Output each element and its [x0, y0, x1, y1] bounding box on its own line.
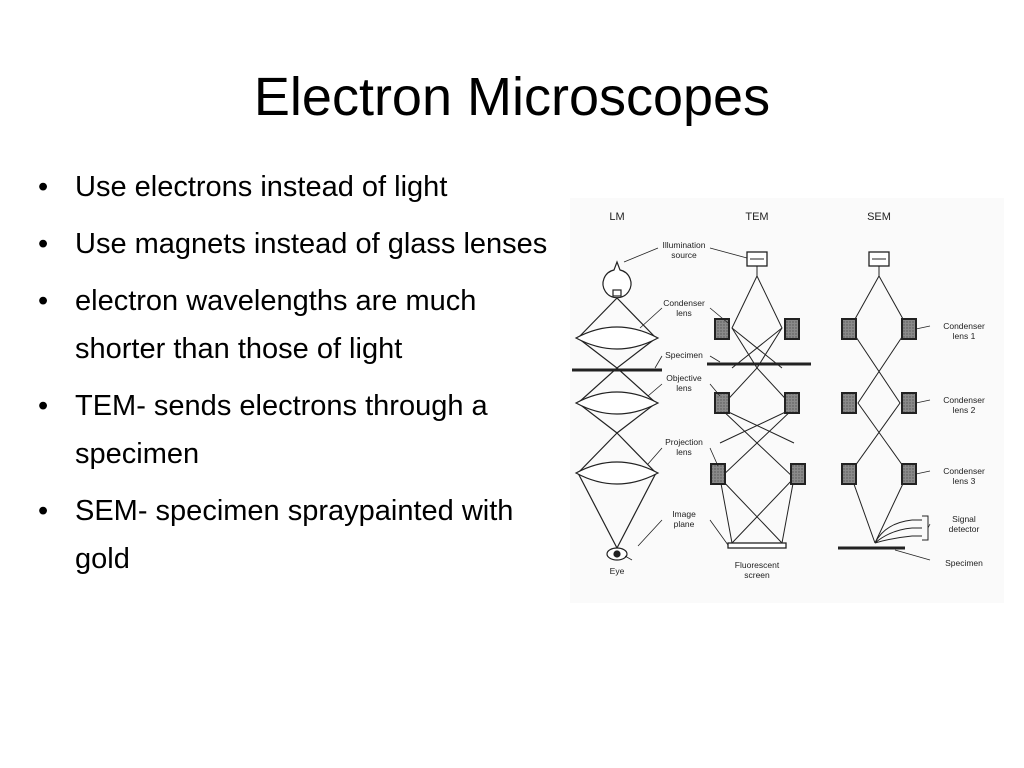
bullet-text: SEM- specimen spraypainted with gold [75, 495, 514, 575]
lm-projection-lens [574, 461, 660, 485]
bullet-dot: • [38, 171, 49, 203]
bullet-item: • TEM- sends electrons through a specimen [38, 382, 568, 478]
lm-objective-lens [574, 391, 660, 415]
label-sem-cond1: Condenser [943, 321, 985, 331]
label-sem-cond1-2: lens 1 [953, 331, 976, 341]
light-microscope-column [572, 260, 662, 561]
lm-header: LM [609, 211, 624, 223]
label-objective-2: lens [676, 383, 692, 393]
bullet-text: TEM- sends electrons through a specimen [75, 390, 488, 470]
lm-condenser-lens [574, 326, 660, 350]
sem-condenser-lens-3 [841, 463, 917, 485]
bullet-list: • Use electrons instead of light • Use mag… [38, 163, 568, 592]
fluorescent-screen [727, 542, 787, 549]
sem-condenser-lens-1 [841, 318, 917, 340]
leader-lines [623, 247, 931, 561]
label-projection-2: lens [676, 447, 692, 457]
sem-column [838, 251, 929, 550]
tem-column [707, 251, 811, 549]
label-condenser-2: lens [676, 308, 692, 318]
sem-condenser-lens-2 [841, 392, 917, 414]
bullet-dot: • [38, 285, 49, 317]
label-specimen: Specimen [665, 350, 703, 360]
label-sem-cond2: Condenser [943, 395, 985, 405]
bullet-dot: • [38, 495, 49, 527]
bullet-text: Use magnets instead of glass lenses [75, 228, 548, 260]
tem-condenser-lens [714, 318, 800, 340]
bullet-item: • SEM- specimen spraypainted with gold [38, 487, 568, 583]
label-signal-2: detector [949, 524, 980, 534]
label-signal: Signal [952, 514, 976, 524]
tem-objective-lens [714, 392, 800, 414]
bullet-item: • Use electrons instead of light [38, 163, 568, 211]
bullet-text: Use electrons instead of light [75, 171, 448, 203]
label-sem-cond3-2: lens 3 [953, 476, 976, 486]
label-fluorescent-2: screen [744, 570, 770, 580]
label-eye: Eye [610, 566, 625, 576]
middle-labels: Illumination source Condenser lens Speci… [610, 240, 780, 580]
label-sem-specimen: Specimen [945, 558, 983, 568]
label-condenser: Condenser [663, 298, 705, 308]
bullet-dot: • [38, 228, 49, 260]
sem-header: SEM [867, 211, 891, 223]
tem-projection-lens [710, 463, 806, 485]
light-bulb-icon [602, 260, 632, 299]
label-objective: Objective [666, 373, 702, 383]
bullet-item: • electron wavelengths are much shorter … [38, 277, 568, 373]
bullet-item: • Use magnets instead of glass lenses [38, 220, 568, 268]
label-illumination-2: source [671, 250, 697, 260]
tem-header: TEM [745, 211, 768, 223]
label-sem-cond2-2: lens 2 [953, 405, 976, 415]
sem-labels: Condenser lens 1 Condenser lens 2 Conden… [943, 321, 985, 568]
label-projection: Projection [665, 437, 703, 447]
label-fluorescent: Fluorescent [735, 560, 780, 570]
label-sem-cond3: Condenser [943, 466, 985, 476]
label-image: Image [672, 509, 696, 519]
slide-title: Electron Microscopes [253, 67, 771, 127]
bullet-dot: • [38, 390, 49, 422]
label-image-2: plane [674, 519, 695, 529]
label-illumination: Illumination [663, 240, 706, 250]
microscope-comparison-diagram: LM TEM SEM [570, 198, 1004, 603]
bullet-text: electron wavelengths are much shorter th… [75, 285, 477, 365]
